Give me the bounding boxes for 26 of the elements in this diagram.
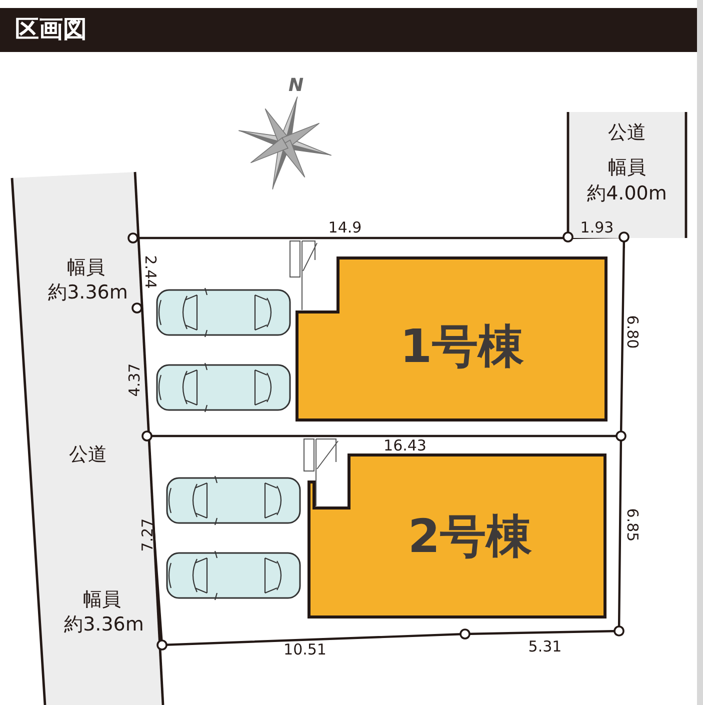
dimension-label: 7.27	[140, 518, 156, 552]
road-area	[568, 112, 686, 238]
dimension-label: 1.93	[580, 220, 614, 236]
road-label: 公道	[608, 124, 646, 142]
road-label: 幅員	[608, 158, 646, 178]
dimension-label: 4.37	[128, 363, 142, 397]
dimension-label: 14.9	[328, 220, 362, 236]
road-label: 約3.36m	[64, 616, 144, 634]
title: 区画図	[15, 17, 87, 41]
road-area	[12, 172, 163, 705]
building-footprint	[297, 258, 606, 420]
dimension-label: 5.31	[528, 640, 562, 654]
dimension-label: 2.44	[142, 255, 158, 289]
north-label: N	[288, 77, 304, 95]
road-label: 約4.00m	[587, 184, 667, 204]
road-label: 幅員	[83, 590, 121, 610]
building-label: 2号棟	[408, 513, 532, 559]
road-label: 約3.36m	[48, 284, 128, 302]
dimension-label: 6.80	[624, 315, 640, 349]
road-label: 幅員	[67, 258, 105, 278]
building-label: 1号棟	[400, 323, 524, 369]
dimension-label: 6.85	[624, 508, 640, 542]
road-label: 公道	[69, 446, 107, 464]
dimension-label: 10.51	[284, 642, 326, 658]
dimension-label: 16.43	[384, 438, 426, 454]
building-footprint	[309, 455, 605, 617]
